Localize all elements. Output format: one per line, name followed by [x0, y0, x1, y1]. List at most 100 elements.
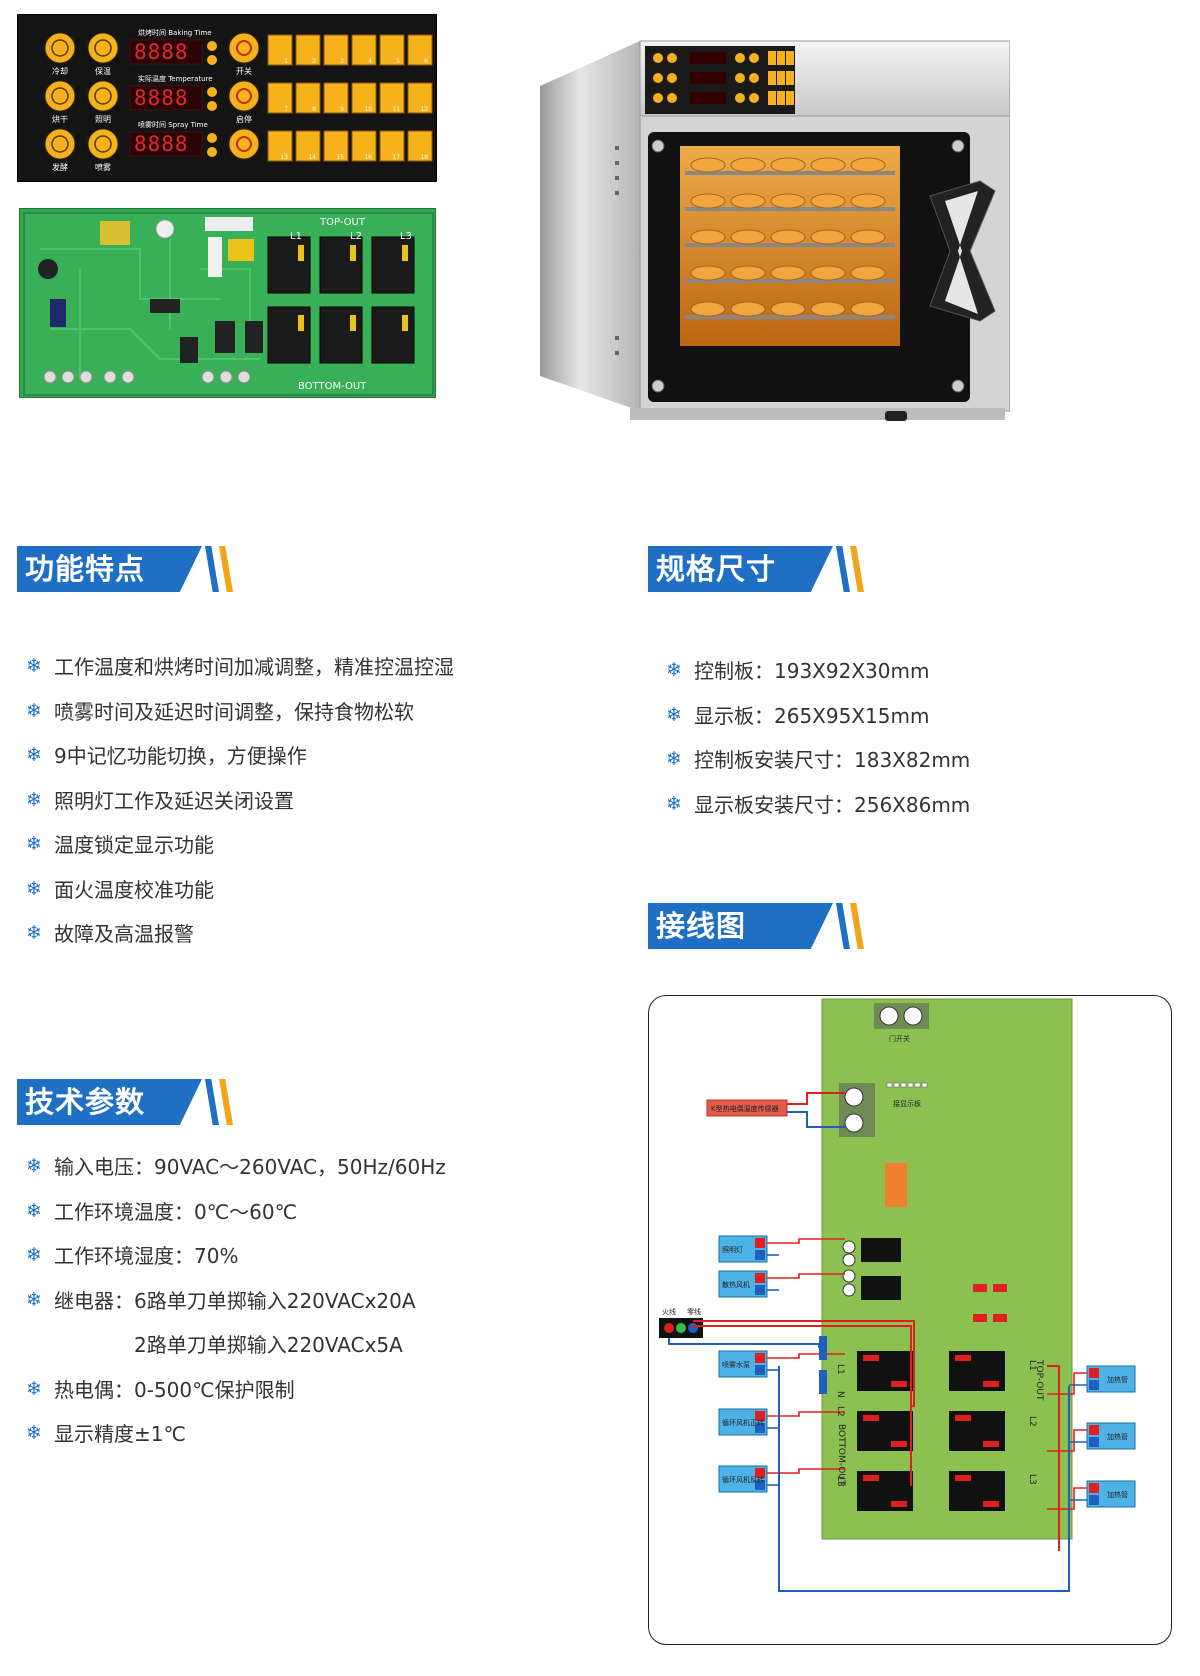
panel-key-number: 16: [364, 154, 372, 161]
spray-pump-device: 喷雾水泵: [718, 1350, 845, 1378]
tech-item-continued-text: 2路单刀单掷输入220VACx5A: [134, 1333, 403, 1357]
panel-button-label: 发酵: [52, 162, 68, 172]
control-board-image: TOP-OUT BOTTOM-OUT L1 L2 L3: [19, 208, 436, 398]
panel-button-label: 喷雾: [95, 162, 111, 172]
tech-item-continued: 2路单刀单掷输入220VACx5A: [24, 1333, 446, 1357]
snowflake-bullet-icon: ❄: [26, 1422, 42, 1444]
panel-number-key: 8: [295, 82, 321, 114]
pcb-relay-label-l1: L1: [290, 231, 302, 242]
panel-key-number: 2: [312, 58, 316, 65]
panel-display-label: 烘烤时间 Baking Time: [138, 28, 212, 37]
snowflake-bullet-icon: ❄: [26, 788, 42, 811]
wiring-diagram: 门开关 接显示板 K型热电偶温度传感器 照明灯散热风机喷雾水泵循环风机正转循环风…: [648, 995, 1172, 1645]
features-list: ❄ 工作温度和烘烤时间加减调整，精准控温控湿 ❄ 喷雾时间及延迟时间调整，保持食物松软…: [24, 655, 454, 967]
feature-item-text: 喷雾时间及延迟时间调整，保持食物松软: [54, 699, 414, 724]
feature-item-text: 工作温度和烘烤时间加减调整，精准控温控湿: [54, 655, 454, 679]
display-port-label: 接显示板: [893, 1099, 921, 1108]
spec-item: ❄ 控制板：193X92X30mm: [664, 659, 970, 683]
snowflake-bullet-icon: ❄: [26, 655, 42, 677]
panel-number-key: 3: [323, 34, 349, 66]
tech-item-text: 继电器：6路单刀单掷输入220VACx20A: [54, 1288, 416, 1313]
snowflake-bullet-icon: ❄: [26, 744, 42, 766]
snowflake-bullet-icon: ❄: [26, 1244, 42, 1266]
spec-item-text: 显示板安装尺寸：256X86mm: [694, 792, 971, 817]
feature-item-text: 故障及高温报警: [54, 922, 194, 946]
panel-number-key: 10: [351, 82, 377, 114]
panel-key-number: 6: [424, 58, 428, 65]
heater-label: 加热管: [1107, 1490, 1128, 1499]
feature-item: ❄ 9中记忆功能切换，方便操作: [24, 744, 454, 768]
panel-round-button: 发酵: [44, 128, 76, 172]
spec-item: ❄ 控制板安装尺寸：183X82mm: [664, 748, 970, 772]
heater-device: 加热管: [1047, 1480, 1136, 1510]
panel-number-key: 11: [379, 82, 405, 114]
panel-mid-button-label: 启停: [236, 114, 252, 124]
heater-device: 加热管: [1047, 1422, 1136, 1452]
panel-round-button: 保温: [87, 32, 119, 76]
snowflake-bullet-icon: ❄: [666, 792, 682, 815]
panel-number-key: 15: [323, 130, 349, 162]
tech-item-text: 工作环境温度：0℃～60℃: [54, 1199, 298, 1224]
tech-item: ❄ 输入电压：90VAC～260VAC，50Hz/60Hz: [24, 1155, 446, 1179]
board-l3-left: L3: [835, 1476, 845, 1487]
panel-mid-button-label: 开关: [236, 66, 252, 76]
panel-key-number: 1: [284, 58, 288, 65]
panel-key-number: 5: [396, 58, 400, 65]
panel-number-key: 9: [323, 82, 349, 114]
tech-item-text: 显示精度±1℃: [54, 1422, 186, 1446]
tech-item-text: 工作环境湿度：70%: [54, 1244, 239, 1268]
spec-item: ❄显示板：265X95X15mm: [664, 704, 970, 728]
pcb-relay-label-l3: L3: [400, 231, 412, 242]
feature-item-text: 面火温度校准功能: [54, 877, 214, 902]
features-header: 功能特点: [17, 546, 257, 592]
panel-button-label: 烘干: [52, 114, 68, 124]
tech-title: 技术参数: [25, 1085, 146, 1119]
feature-item-text: 温度锁定显示功能: [54, 833, 214, 857]
tech-item-text: 输入电压：90VAC～260VAC，50Hz/60Hz: [54, 1155, 446, 1179]
board-l2-right: L2: [1027, 1416, 1037, 1427]
feature-item: ❄照明灯工作及延迟关闭设置: [24, 789, 454, 813]
snowflake-bullet-icon: ❄: [26, 1377, 42, 1400]
board-l2-left: L2: [835, 1406, 845, 1417]
snowflake-bullet-icon: ❄: [666, 659, 682, 681]
panel-display-digits: 8888: [134, 86, 189, 110]
specs-header: 规格尺寸: [648, 546, 888, 592]
panel-button-label: 保温: [95, 66, 111, 76]
feature-item: ❄故障及高温报警: [24, 922, 454, 946]
fan-reverse-device: 循环风机反转: [718, 1465, 845, 1493]
panel-display-digits: 8888: [134, 40, 189, 64]
pcb-bottom-label: BOTTOM-OUT: [298, 381, 367, 392]
panel-key-number: 13: [280, 154, 288, 161]
heater-device: 加热管: [1047, 1365, 1136, 1395]
fan-forward-device-label: 循环风机正转: [722, 1418, 764, 1427]
panel-key-number: 7: [284, 106, 288, 113]
heater-label: 加热管: [1107, 1375, 1128, 1384]
door-switch-label: 门开关: [889, 1034, 910, 1043]
panel-round-button: 冷却: [44, 32, 76, 76]
snowflake-bullet-icon: ❄: [666, 748, 682, 770]
feature-item-text: 9中记忆功能切换，方便操作: [54, 744, 307, 768]
panel-number-key: 14: [295, 130, 321, 162]
board-top-out: TOP-OUT: [1034, 1359, 1044, 1401]
panel-number-key: 16: [351, 130, 377, 162]
cooling-fan-device: 散热风机: [718, 1270, 845, 1298]
panel-number-key: 1: [267, 34, 293, 66]
pcb-relay-label-l2: L2: [350, 231, 362, 242]
sensor-label: K型热电偶温度传感器: [711, 1104, 779, 1113]
tech-item: ❄工作环境温度：0℃～60℃: [24, 1200, 446, 1224]
fan-reverse-device-label: 循环风机反转: [722, 1475, 764, 1484]
spec-item-text: 控制板安装尺寸：183X82mm: [694, 748, 971, 772]
panel-key-number: 18: [420, 154, 428, 161]
snowflake-bullet-icon: ❄: [26, 833, 42, 855]
snowflake-bullet-icon: ❄: [26, 1155, 42, 1177]
panel-key-number: 4: [368, 58, 372, 65]
panel-button-label: 照明: [95, 115, 111, 124]
panel-round-button: 烘干: [44, 80, 76, 124]
lamp-device: 照明灯: [718, 1235, 845, 1263]
fan-forward-device: 循环风机正转: [718, 1408, 845, 1436]
spec-item-text: 控制板：193X92X30mm: [694, 659, 930, 683]
specs-list: ❄ 控制板：193X92X30mm ❄显示板：265X95X15mm ❄ 控制板安装尺寸…: [664, 659, 970, 837]
oven-image: [540, 36, 1011, 448]
spec-item: ❄ 显示板安装尺寸：256X86mm: [664, 793, 970, 817]
